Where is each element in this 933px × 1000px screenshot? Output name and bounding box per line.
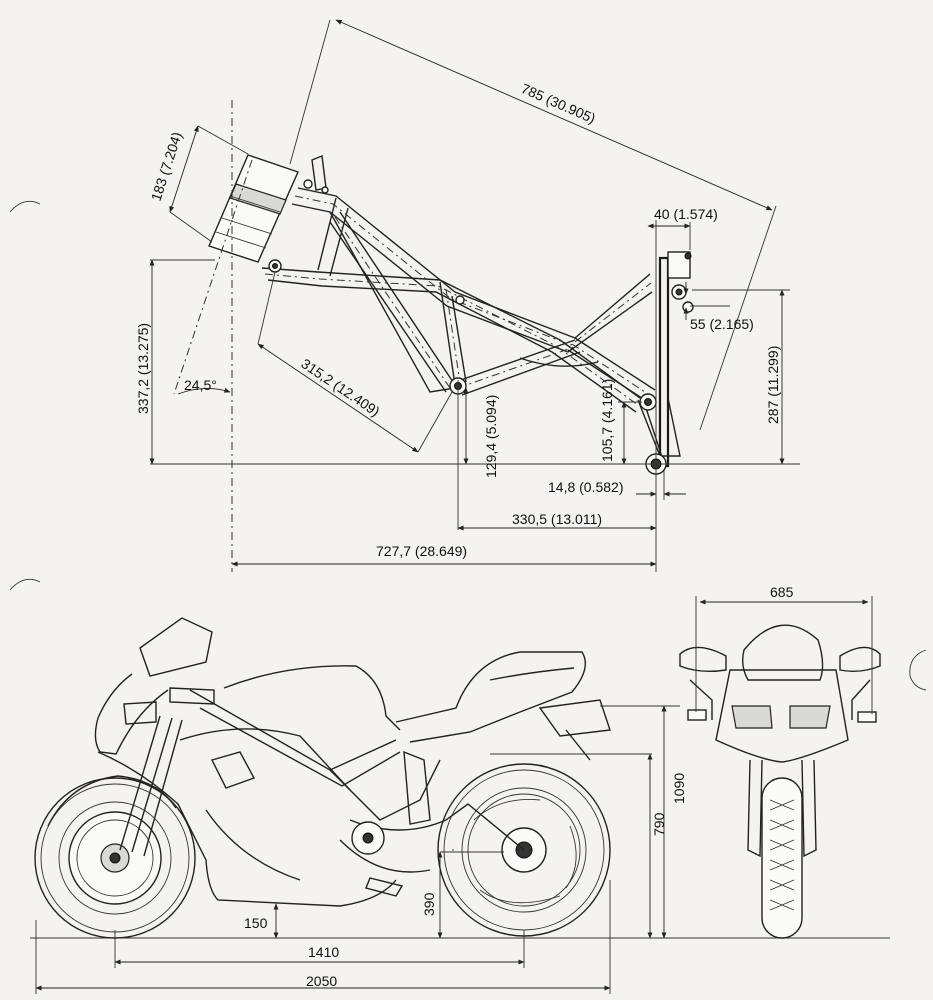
trellis-tubes (261, 187, 681, 468)
frame-lower-curve (519, 357, 599, 367)
frame-mount-points (268, 155, 694, 475)
scan-mark-left-top (9, 200, 41, 213)
headlight-right (789, 705, 831, 729)
dim-overall-frame-length: 785 (30.905) (519, 80, 598, 126)
dim-rake-angle: 24,5° (184, 377, 217, 393)
tube-centerlines (264, 195, 652, 406)
steering-axis (173, 159, 253, 395)
dim-wheelbase: 1410 (308, 944, 339, 960)
bike-side-view: 1090 790 390 150 1410 2050 (30, 617, 890, 994)
tank-and-seat (223, 651, 611, 761)
front-fairing (715, 669, 849, 763)
mirror (123, 701, 157, 725)
dim-head-to-pivot: 727,7 (28.649) (376, 543, 467, 559)
side-dimension-lines (35, 705, 680, 994)
dim-pivot-height: 105,7 (4.161) (599, 379, 615, 462)
front-mirror-left (679, 646, 727, 673)
dim-lower-mount-height: 129,4 (5.094) (483, 395, 499, 478)
handlebar (169, 687, 215, 705)
front-mirror-right (839, 646, 881, 673)
front-fork (119, 715, 161, 851)
dim-pivot-offset: 14,8 (0.582) (548, 479, 624, 495)
dim-overall-height: 1090 (671, 773, 687, 804)
dim-head-to-lower-mount: 315,2 (12.409) (298, 355, 382, 419)
scan-mark-left-bottom (9, 578, 41, 591)
dim-steering-head-length: 183 (7.204) (148, 130, 185, 203)
dim-rear-mount-height: 287 (11.299) (765, 346, 781, 424)
dim-mount-to-pivot: 330,5 (13.011) (512, 511, 602, 527)
front-wheel (34, 775, 196, 939)
bike-front-view: 685 (679, 584, 881, 939)
dim-seat-height: 790 (651, 812, 667, 836)
front-view-tyre (761, 777, 803, 939)
side-frame-engine (189, 689, 525, 897)
scan-mark-right (909, 649, 927, 691)
dim-overall-width: 685 (770, 584, 794, 600)
fairing (94, 617, 397, 907)
dim-swingarm-offset: 40 (1.574) (654, 206, 718, 222)
dim-ground-clearance: 150 (244, 915, 268, 931)
headlight-left (731, 705, 773, 729)
steering-head-tube (208, 154, 299, 263)
dim-rear-axle-height: 390 (421, 892, 437, 916)
front-windscreen (741, 624, 824, 681)
frame-drawing: 785 (30.905) 183 (7.204) 40 (1.574) 55 (… (135, 19, 800, 572)
dim-overall-length: 2050 (306, 973, 337, 989)
frame-dimension-lines (149, 19, 785, 567)
dim-head-height: 337,2 (13.275) (135, 323, 151, 414)
dim-rear-mount-spacing: 55 (2.165) (690, 316, 754, 332)
